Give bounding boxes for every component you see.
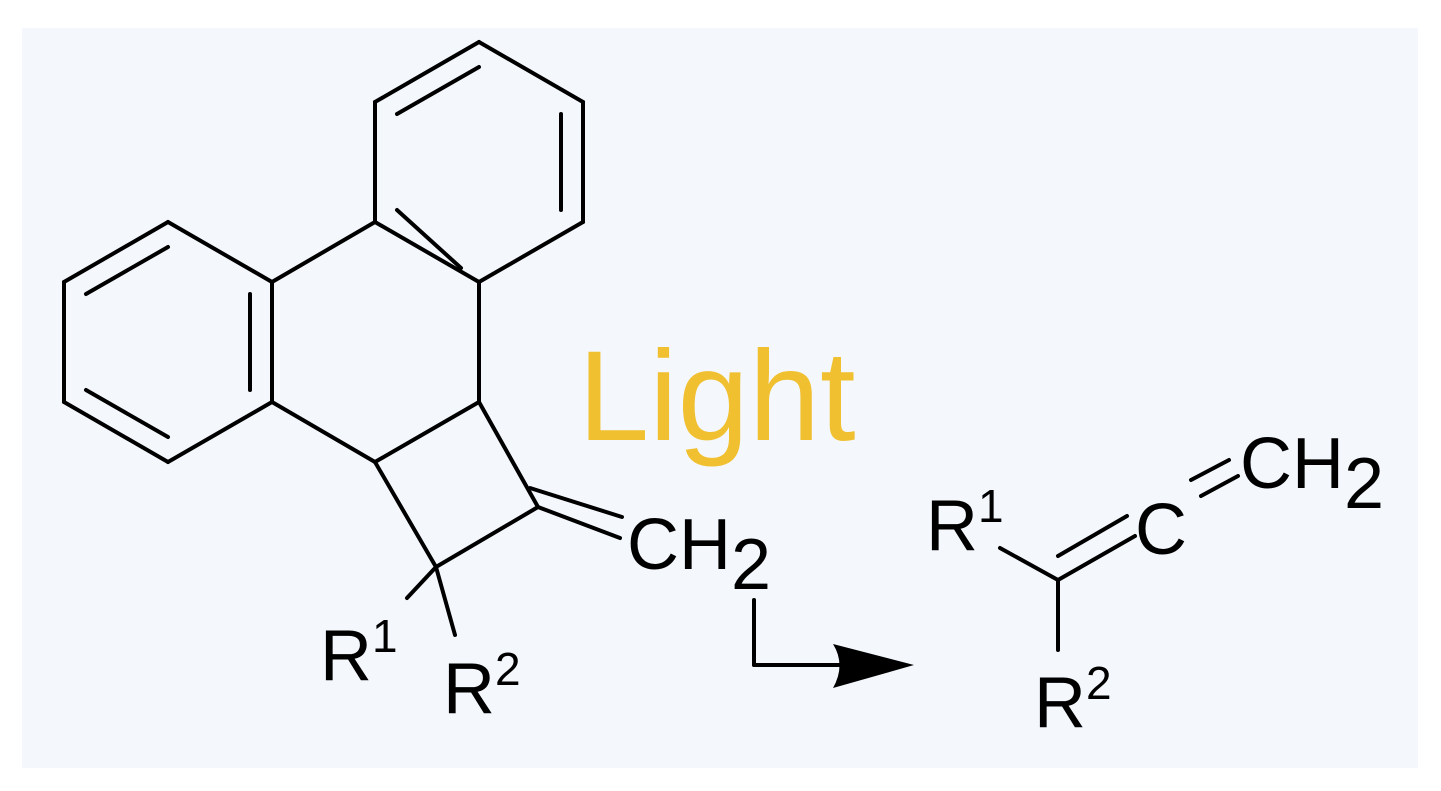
scheme-background-panel [22, 28, 1418, 768]
reactant-methylene-label: CH2 [627, 505, 771, 605]
allene-double-bond-1 [1056, 514, 1137, 582]
light-condition-label: Light [578, 325, 856, 468]
reactant-r1-label: R1 [320, 610, 398, 696]
left-benzene-ring [62, 220, 274, 464]
bond-to-r2 [434, 565, 457, 637]
reactant-r2-label: R2 [443, 643, 521, 729]
cyclobutane-ring [373, 400, 540, 569]
central-ring [270, 220, 481, 464]
reaction-arrow-head [833, 644, 914, 688]
bond-to-r1 [405, 565, 438, 600]
product-r2-label: R2 [1034, 657, 1112, 743]
product-r1-label: R1 [926, 480, 1004, 566]
product-central-carbon-label: C [1135, 490, 1187, 570]
product-structure: R1 R2 C CH2 [926, 424, 1384, 743]
top-benzene-ring [373, 40, 585, 284]
exocyclic-double-bond [528, 486, 624, 540]
allene-double-bond-2 [1189, 458, 1240, 498]
product-methylene-label: CH2 [1240, 424, 1384, 524]
reaction-arrow [752, 598, 914, 688]
bond-r1-to-carbon [998, 546, 1060, 582]
reactant-structure: CH2 R1 R2 [62, 40, 771, 729]
